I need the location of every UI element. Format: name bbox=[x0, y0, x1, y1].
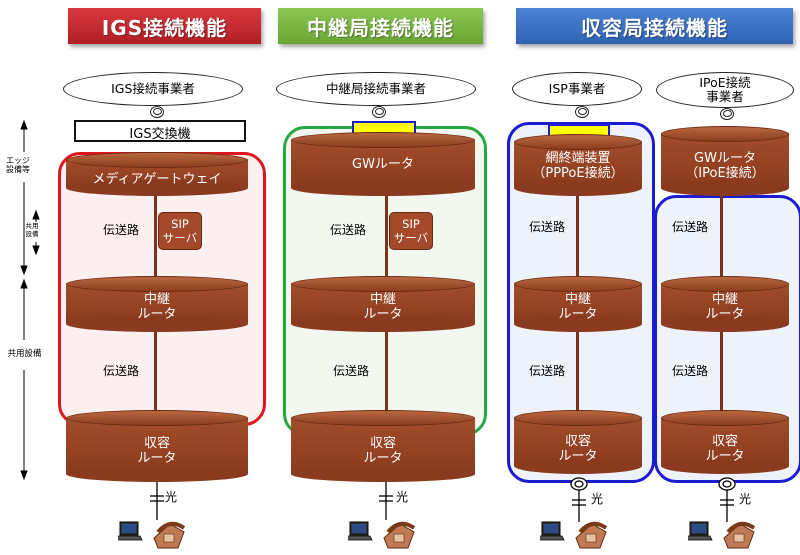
connector-knob-ipoe bbox=[720, 108, 734, 120]
chukei-gw-router-label: GWルータ bbox=[352, 157, 414, 172]
telephone-icon bbox=[575, 521, 608, 549]
laptop-icon bbox=[540, 521, 565, 541]
igs-relay-router-cylinder: 中継 ルータ bbox=[66, 276, 248, 332]
chukei-relay-router-cylinder: 中継 ルータ bbox=[291, 276, 475, 332]
operator-chukei: 中継局接続事業者 bbox=[276, 72, 476, 106]
igs-access-router-label: 収容 ルータ bbox=[137, 436, 177, 466]
terminal-igs bbox=[118, 521, 186, 549]
connector-knob-igs bbox=[150, 106, 164, 118]
chukei-access-router-cylinder: 収容 ルータ bbox=[291, 410, 475, 482]
igs-exchange-label: IGS交換機 bbox=[129, 127, 191, 142]
fiber-label-igs: 光 bbox=[165, 490, 178, 504]
ipoe-relay-router-label: 中継 ルータ bbox=[705, 292, 745, 322]
chukei-sip-server: SIP サーバ bbox=[389, 212, 433, 250]
ipoe-gw-router-label: GWルータ （IPoE接続） bbox=[685, 151, 765, 181]
header-shuyo: 収容局接続機能 bbox=[516, 8, 793, 44]
igs-media-gateway-label: メディアゲートウェイ bbox=[92, 172, 222, 187]
side-axis-arrows bbox=[20, 119, 40, 481]
ipoe-gw-router-cylinder: GWルータ （IPoE接続） bbox=[661, 126, 789, 196]
telephone-icon bbox=[383, 521, 416, 549]
igs-access-router-cylinder: 収容 ルータ bbox=[66, 410, 248, 482]
laptop-icon bbox=[118, 521, 143, 541]
isp-bras-label: 網終端装置 （PPPoE接続） bbox=[532, 151, 624, 181]
header-chukei: 中継局接続機能 bbox=[278, 8, 483, 44]
connector-knob-isp bbox=[575, 106, 589, 118]
isp-relay-router-cylinder: 中継 ルータ bbox=[514, 276, 642, 332]
igs-path-label-1: 伝送路 bbox=[103, 223, 140, 237]
igs-media-gateway-cylinder: メディアゲートウェイ bbox=[66, 152, 248, 196]
ipoe-access-router-label: 収容 ルータ bbox=[705, 434, 745, 464]
fiber-label-ipoe: 光 bbox=[739, 492, 752, 506]
side-label-shared-small: 共用 設備 bbox=[25, 222, 39, 238]
chukei-gw-router-cylinder: GWルータ bbox=[291, 132, 475, 196]
igs-path-label-2: 伝送路 bbox=[103, 364, 140, 378]
chukei-path-label-1: 伝送路 bbox=[330, 223, 367, 237]
operator-isp: ISP事業者 bbox=[512, 72, 642, 106]
connector-knob-chukei bbox=[372, 106, 386, 118]
isp-relay-router-label: 中継 ルータ bbox=[558, 292, 598, 322]
ipoe-relay-router-cylinder: 中継 ルータ bbox=[661, 276, 789, 332]
operator-igs: IGS接続事業者 bbox=[63, 72, 243, 106]
telephone-icon bbox=[723, 521, 756, 549]
ipoe-path-label-1: 伝送路 bbox=[672, 220, 709, 234]
isp-access-router-cylinder: 収容 ルータ bbox=[514, 410, 642, 474]
chukei-path-label-2: 伝送路 bbox=[333, 364, 370, 378]
laptop-icon bbox=[688, 521, 713, 541]
ipoe-access-router-cylinder: 収容 ルータ bbox=[661, 410, 789, 474]
chukei-access-router-label: 収容 ルータ bbox=[363, 436, 403, 466]
fiber-label-chukei: 光 bbox=[396, 490, 409, 504]
laptop-icon bbox=[348, 521, 373, 541]
telephone-icon bbox=[153, 521, 186, 549]
side-label-shared: 共用設備 bbox=[7, 349, 42, 359]
isp-path-label-2: 伝送路 bbox=[529, 364, 566, 378]
terminal-isp bbox=[540, 521, 608, 549]
isp-path-label-1: 伝送路 bbox=[529, 220, 566, 234]
chukei-relay-router-label: 中継 ルータ bbox=[363, 292, 403, 322]
side-label-edge: エッジ 設備等 bbox=[6, 156, 30, 174]
terminal-chukei bbox=[348, 521, 416, 549]
igs-sip-server: SIP サーバ bbox=[158, 212, 202, 250]
fiber-links bbox=[150, 477, 736, 522]
ipoe-path-label-2: 伝送路 bbox=[672, 364, 709, 378]
operator-ipoe: IPoE接続 事業者 bbox=[656, 72, 794, 108]
terminal-ipoe bbox=[688, 521, 756, 549]
igs-exchange-box bbox=[74, 120, 246, 142]
isp-bras-cylinder: 網終端装置 （PPPoE接続） bbox=[514, 134, 642, 196]
igs-relay-router-label: 中継 ルータ bbox=[137, 292, 177, 322]
isp-access-router-label: 収容 ルータ bbox=[558, 434, 598, 464]
header-igs: IGS接続機能 bbox=[68, 8, 261, 44]
fiber-label-isp: 光 bbox=[591, 492, 604, 506]
